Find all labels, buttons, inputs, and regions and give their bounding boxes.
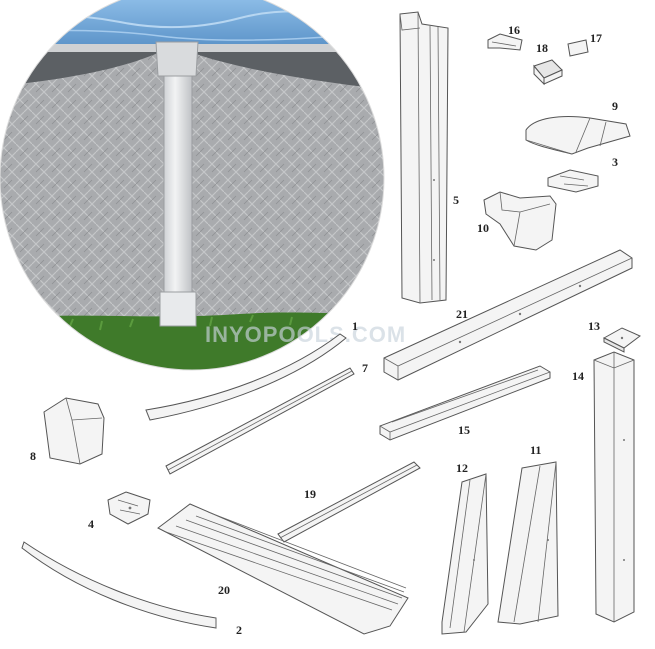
part-4-bracket: 4 — [88, 491, 151, 531]
part-20-label: 20 — [218, 583, 230, 597]
top-cap — [155, 41, 199, 77]
part-15-label: 15 — [458, 423, 470, 437]
part-11-brace: 11 — [497, 443, 559, 625]
part-19-label: 19 — [304, 487, 316, 501]
part-8-bottom-plate: 8 — [30, 397, 105, 465]
part-8-label: 8 — [30, 449, 36, 463]
part-16-bracket: 16 — [487, 23, 523, 51]
part-7-label: 7 — [362, 361, 368, 375]
part-14-label: 14 — [572, 369, 584, 383]
part-3-label: 3 — [612, 155, 618, 169]
part-18-label: 18 — [536, 41, 548, 55]
grass — [0, 312, 384, 370]
part-10-label: 10 — [477, 221, 489, 235]
part-11-label: 11 — [530, 443, 541, 457]
part-9-top-cap: 9 — [525, 99, 631, 155]
part-12-brace: 12 — [441, 461, 489, 635]
part-2-label: 2 — [236, 623, 242, 637]
watermark: INYOPOOLS.COM — [205, 322, 406, 347]
part-21-label: 21 — [456, 307, 468, 321]
part-21-top-rail: 21 — [383, 249, 633, 381]
part-1-label: 1 — [352, 319, 358, 333]
part-14-upright: 14 — [572, 351, 635, 623]
part-5-label: 5 — [453, 193, 459, 207]
part-17-label: 17 — [590, 31, 602, 45]
part-7-rail: 7 — [165, 361, 368, 475]
part-9-label: 9 — [612, 99, 618, 113]
part-17-plate: 17 — [567, 31, 602, 57]
part-13-label: 13 — [588, 319, 600, 333]
part-3-bracket: 3 — [547, 155, 618, 193]
part-5-upright: 5 — [399, 11, 459, 304]
part-16-label: 16 — [508, 23, 520, 37]
pool-upright — [163, 75, 193, 327]
part-1-curved-rail: 1 — [145, 319, 358, 421]
part-15-bottom-rail: 15 — [379, 365, 551, 441]
part-4-label: 4 — [88, 517, 94, 531]
part-12-label: 12 — [456, 461, 468, 475]
part-20-plate: 20 — [157, 503, 409, 635]
part-18-block: 18 — [533, 41, 563, 86]
part-2-curved-rail: 2 — [21, 541, 242, 637]
part-13-plate: 13 — [588, 319, 641, 353]
part-10-bottom-cup: 10 — [477, 191, 557, 251]
part-19-stabilizer: 19 — [277, 461, 421, 543]
